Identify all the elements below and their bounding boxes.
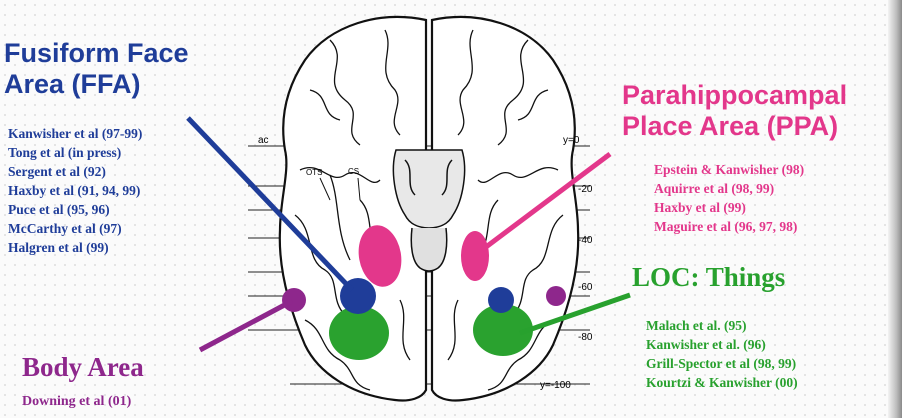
- pointer-lines: [186, 116, 631, 353]
- loc-reference-list: Malach et al. (95) Kanwisher et al. (96)…: [646, 316, 798, 392]
- ots-label: OTS: [306, 168, 322, 177]
- brain-outline: [278, 15, 580, 402]
- y-label-60: -60: [578, 282, 593, 293]
- loc-left-region: [329, 306, 389, 360]
- body-reference-list: Downing et al (01): [22, 392, 131, 411]
- ffa-reference-list: Kanwisher et al (97-99) Tong et al (in p…: [8, 124, 142, 257]
- y-label-80: -80: [578, 332, 593, 343]
- ppa-ref: Epstein & Kanwisher (98): [654, 162, 805, 177]
- ppa-ref: Haxby et al (99): [654, 200, 746, 215]
- loc-right-region: [473, 304, 533, 356]
- ppa-title: Parahippocampal Place Area (PPA): [622, 80, 847, 142]
- y-tick-labels: ac y=0 -20 -40 -60 -80 y=-100 OTS CS: [258, 135, 593, 391]
- y-label-100: y=-100: [540, 380, 571, 391]
- ffa-ref: Tong et al (in press): [8, 145, 122, 160]
- ppa-pointer: [480, 152, 612, 252]
- loc-ref: Kourtzi & Kanwisher (00): [646, 375, 798, 390]
- ppa-ref: Aquirre et al (98, 99): [654, 181, 775, 196]
- ffa-pointer: [186, 116, 354, 292]
- right-hemisphere: [430, 15, 580, 402]
- loc-ref: Kanwisher et al. (96): [646, 337, 766, 352]
- loc-ref: Malach et al. (95): [646, 318, 747, 333]
- y-label-0: y=0: [563, 135, 580, 146]
- ffa-ref: Kanwisher et al (97-99): [8, 126, 143, 141]
- body-area-title: Body Area: [22, 352, 144, 382]
- ffa-ref: Puce et al (95, 96): [8, 202, 110, 217]
- ppa-reference-list: Epstein & Kanwisher (98) Aquirre et al (…: [654, 160, 804, 236]
- brain-gyri: [294, 29, 564, 391]
- ffa-ref: Sergent et al (92): [8, 164, 106, 179]
- brainstem: [392, 149, 466, 272]
- body-pointer: [198, 298, 294, 353]
- ppa-title-line2: Place Area (PPA): [622, 111, 839, 142]
- ffa-right-region: [488, 287, 514, 313]
- ffa-title: Fusiform Face Area (FFA): [4, 38, 189, 100]
- ppa-ref: Maguire et al (96, 97, 98): [654, 219, 798, 234]
- ffa-ref: McCarthy et al (97): [8, 221, 122, 236]
- ppa-left-region: [358, 225, 402, 287]
- cs-label: CS: [348, 167, 359, 176]
- loc-title: LOC: Things: [632, 262, 786, 292]
- left-hemisphere: [278, 15, 428, 402]
- body-ref: Downing et al (01): [22, 394, 132, 409]
- ffa-title-line1: Fusiform Face: [4, 38, 189, 68]
- loc-ref: Grill-Spector et al (98, 99): [646, 356, 797, 371]
- body-left-region: [282, 288, 306, 312]
- ffa-ref: Haxby et al (91, 94, 99): [8, 183, 141, 198]
- ac-label: ac: [258, 135, 269, 146]
- y-label-40: -40: [578, 235, 593, 246]
- body-right-region: [546, 286, 566, 306]
- ppa-right-region: [461, 231, 489, 281]
- loc-pointer: [519, 292, 631, 336]
- ffa-ref: Halgren et al (99): [8, 240, 109, 255]
- ppa-title-line1: Parahippocampal: [622, 80, 848, 110]
- ffa-title-line2: Area (FFA): [4, 69, 141, 100]
- slide-edge-shadow: [888, 0, 902, 418]
- regions: [282, 225, 566, 360]
- y-label-20: -20: [578, 184, 593, 195]
